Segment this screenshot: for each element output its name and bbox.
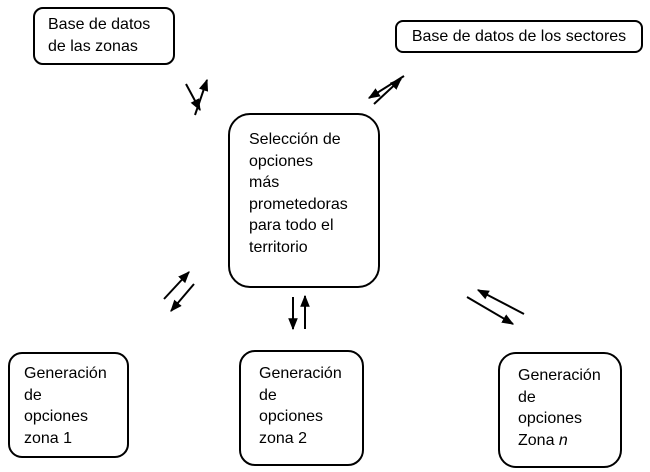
- box-text-line: Zona n: [518, 430, 614, 452]
- box-text-line: de las zonas: [48, 37, 138, 55]
- box-text-line: opciones: [249, 152, 314, 170]
- box-selection-of-options: Selección de opciones más prometedoras p…: [228, 113, 380, 288]
- box-text-segment: Zona: [518, 431, 559, 449]
- box-zonen-generation: Generación de opciones Zona n: [498, 352, 622, 468]
- box-text-line: territorio: [249, 238, 308, 256]
- box-text-line: Generación: [259, 365, 342, 382]
- box-text-line: de: [518, 388, 536, 406]
- box-text-line: opciones: [24, 408, 89, 425]
- box-zones-database: Base de datos de las zonas: [33, 7, 175, 65]
- box-text-line: opciones: [518, 410, 583, 427]
- arrow-selection-to-zone1: [170, 283, 195, 312]
- box-text-line: zona 1: [24, 429, 73, 447]
- arrow-sectorsdb-to-selection: [367, 75, 405, 99]
- box-text-line: Selección de: [249, 131, 341, 148]
- box-text-line: Base de datos: [48, 16, 151, 33]
- arrow-selection-to-zonen: [466, 296, 515, 325]
- box-text-line: opciones: [259, 408, 324, 425]
- box-text-line: más: [249, 174, 280, 191]
- arrow-zone1-to-selection: [163, 271, 190, 300]
- box-zone2-generation: Generación de opciones zona 2: [239, 350, 364, 466]
- arrow-selection-to-zonesdb: [194, 78, 209, 116]
- box-text-line: prometedoras: [249, 195, 348, 213]
- box-text-line: Generación: [24, 365, 107, 382]
- box-text-line: zona 2: [259, 429, 308, 447]
- box-sectors-database: Base de datos de los sectores: [395, 20, 643, 53]
- box-text-variable-n: n: [558, 431, 568, 449]
- box-text-line: para todo el: [249, 217, 334, 234]
- arrow-selection-to-sectorsdb: [373, 78, 402, 105]
- box-text-line: Generación: [518, 367, 601, 384]
- arrow-zonesdb-to-selection: [185, 83, 201, 112]
- box-text-line: Base de datos de los sectores: [411, 27, 627, 45]
- box-zone1-generation: Generación de opciones zona 1: [8, 352, 129, 458]
- box-text-line: de: [24, 386, 42, 404]
- arrow-zonen-to-selection: [476, 289, 525, 315]
- box-text-line: de: [259, 386, 277, 404]
